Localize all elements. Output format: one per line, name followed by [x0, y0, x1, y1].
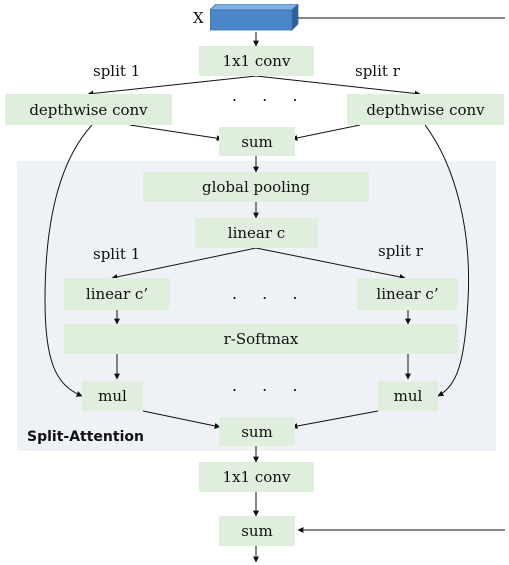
depthwise-conv-right: depthwise conv [347, 94, 504, 125]
sum-bottom: sum [219, 516, 295, 546]
mul-left: mul [82, 381, 143, 411]
global-pooling: global pooling [143, 172, 369, 202]
r-softmax: r-Softmax [64, 324, 458, 354]
ellipsis-bottom: . . . [232, 376, 308, 395]
mul-right: mul [378, 381, 438, 411]
split-1-label-mid: split 1 [93, 245, 141, 263]
sum-mid: sum [219, 417, 295, 446]
sum-top: sum [219, 127, 295, 156]
input-block-icon [210, 4, 299, 31]
input-label: X [193, 9, 204, 27]
linear-c-prime-right: linear c’ [357, 278, 458, 310]
depthwise-conv-left: depthwise conv [5, 94, 172, 125]
ellipsis-top: . . . [232, 86, 308, 105]
linear-c: linear c [195, 218, 318, 248]
linear-c-prime-left: linear c’ [64, 278, 170, 310]
ellipsis-mid: . . . [232, 284, 308, 303]
conv-1x1-top: 1x1 conv [199, 46, 314, 76]
split-1-label-top: split 1 [93, 62, 141, 80]
split-r-label-top: split r [355, 62, 400, 80]
conv-1x1-bottom: 1x1 conv [199, 462, 314, 492]
panel-title: Split-Attention [27, 429, 144, 445]
split-r-label-mid: split r [378, 242, 423, 260]
